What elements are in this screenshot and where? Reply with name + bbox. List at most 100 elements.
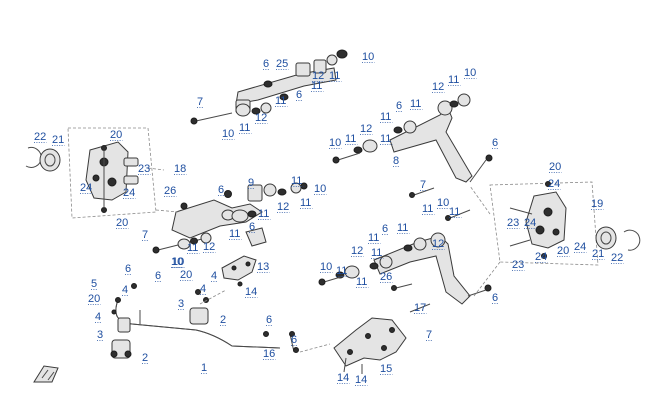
callout-6: 6 [396,100,402,112]
callout-11: 11 [448,74,459,86]
callout-12: 12 [432,238,444,250]
callout-6: 6 [249,221,255,233]
callout-14: 14 [245,286,257,298]
callout-13: 13 [257,261,269,273]
callout-22: 22 [611,252,623,264]
callout-26: 26 [164,185,176,197]
callout-11: 11 [356,276,367,288]
stabilizer-bar [110,283,299,359]
callout-9: 9 [248,177,254,189]
callout-10: 10 [171,256,183,268]
callout-10: 10 [464,67,476,79]
callout-26: 26 [380,271,392,283]
callout-11: 11 [275,95,286,107]
callout-11: 11 [187,242,198,254]
callout-3: 3 [178,298,184,310]
callout-11: 11 [329,70,340,82]
callout-11: 11 [311,80,322,92]
callout-2: 2 [220,314,226,326]
callout-4: 4 [95,311,101,323]
callout-19: 19 [591,198,603,210]
callout-6: 6 [382,223,388,235]
callout-23: 23 [507,217,519,229]
callout-11: 11 [397,222,408,234]
callout-6: 6 [492,137,498,149]
callout-7: 7 [426,329,432,341]
guard-plate [221,255,257,287]
callout-11: 11 [449,206,460,218]
callout-24: 24 [80,182,92,194]
callout-18: 18 [174,163,186,175]
callout-20: 20 [88,293,100,305]
callout-11: 11 [410,98,421,110]
rear-skid-plate [333,303,431,374]
callout-6: 6 [155,270,161,282]
callout-20: 20 [557,245,569,257]
callout-24: 24 [535,251,547,263]
callout-21: 21 [52,134,64,146]
callout-11: 11 [371,247,382,259]
callout-11: 11 [229,228,240,240]
callout-2: 2 [142,352,148,364]
callout-6: 6 [296,89,302,101]
callout-12: 12 [432,81,444,93]
callout-15: 15 [380,363,392,375]
callout-11: 11 [368,232,379,244]
callout-20: 20 [180,269,192,281]
callout-4: 4 [211,270,217,282]
callout-6: 6 [263,58,269,70]
callout-7: 7 [142,229,148,241]
callout-11: 11 [422,203,433,215]
callout-20: 20 [116,217,128,229]
callout-20: 20 [110,129,122,141]
right-hub-panel [489,181,599,266]
callout-11: 11 [239,122,250,134]
callout-12: 12 [360,123,372,135]
right-hub-knuckle [509,181,641,259]
callout-22: 22 [34,131,46,143]
callout-4: 4 [122,284,128,296]
callout-10: 10 [437,197,449,209]
callout-6: 6 [291,334,297,346]
callout-24: 24 [574,241,586,253]
callout-11: 11 [380,111,391,123]
upper-a-arm [332,93,493,183]
callout-10: 10 [320,261,332,273]
callout-10: 10 [172,256,184,268]
callout-16: 16 [263,348,275,360]
callout-12: 12 [277,201,289,213]
callout-6: 6 [266,314,272,326]
callout-12: 12 [351,245,363,257]
callout-4: 4 [200,283,206,295]
callout-14: 14 [355,374,367,386]
callout-6: 6 [125,263,131,275]
callout-23: 23 [512,259,524,271]
front-arrow-icon [33,365,59,383]
callout-11: 11 [258,208,269,220]
callout-5: 5 [91,278,97,290]
callout-25: 25 [276,58,288,70]
callout-6: 6 [218,184,224,196]
callout-11: 11 [380,133,391,145]
callout-12: 12 [255,112,267,124]
callout-6: 6 [492,292,498,304]
left-hub-knuckle [25,141,139,213]
upper-rear-arm [190,49,348,125]
callout-10: 10 [362,51,374,63]
callout-11: 11 [345,133,356,145]
callout-23: 23 [138,163,150,175]
callout-12: 12 [203,241,215,253]
callout-10: 10 [329,137,341,149]
callout-24: 24 [524,217,536,229]
callout-11: 11 [336,265,347,277]
callout-11: 11 [291,175,302,187]
callout-21: 21 [592,248,604,260]
trailing-arm [152,182,308,254]
callout-3: 3 [97,329,103,341]
callout-10: 10 [222,128,234,140]
callout-1: 1 [201,362,207,374]
callout-12: 12 [312,70,324,82]
callout-8: 8 [393,155,399,167]
